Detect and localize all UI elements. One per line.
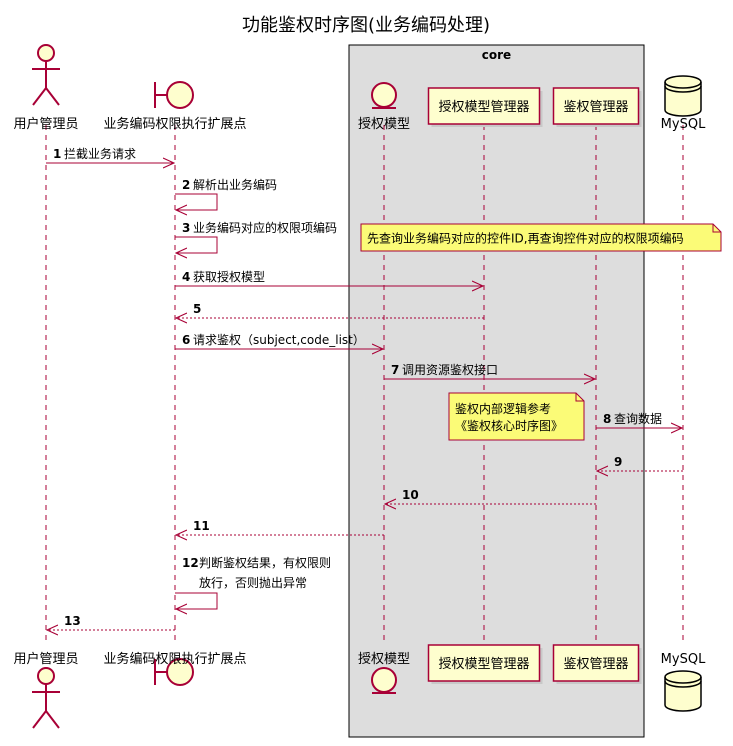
message-label: 调用资源鉴权接口 (402, 362, 498, 377)
message-arrow (175, 592, 218, 609)
participant-box (427, 644, 541, 682)
participant-box (552, 87, 640, 125)
message-number: 7 (391, 363, 399, 377)
participant-label: MySQL (661, 117, 706, 132)
boundary-icon (154, 658, 194, 686)
entity-icon (371, 82, 397, 109)
actor-icon (32, 44, 60, 106)
participant-ext-top: 业务编码权限执行扩展点 (103, 81, 247, 132)
message-label: 解析出业务编码 (193, 177, 277, 192)
participant-label: 业务编码权限执行扩展点 (103, 651, 246, 667)
participant-db-top: MySQL (661, 75, 706, 132)
message-label: 请求鉴权（subject,code_list） (193, 333, 365, 347)
message-label: 拦截业务请求 (64, 146, 136, 161)
message-number: 12 (182, 556, 199, 570)
message-arrow (175, 193, 218, 210)
participant-auth-top: 授权模型 (358, 82, 410, 132)
message-number: 13 (64, 614, 81, 628)
message-5: 5 (176, 302, 484, 318)
participant-box (552, 644, 640, 682)
participant-ext-bottom: 业务编码权限执行扩展点 (103, 651, 247, 686)
message-label: 获取授权模型 (193, 269, 265, 284)
note-fold (712, 224, 721, 233)
database-icon (664, 75, 702, 117)
note-2: 鉴权内部逻辑参考《鉴权核心时序图》 (448, 392, 585, 441)
note-box (448, 392, 585, 441)
participant-label: 授权模型管理器 (438, 99, 529, 115)
participant-label: 授权模型管理器 (438, 656, 529, 672)
message-number: 1 (53, 147, 61, 161)
message-label: 查询数据 (614, 411, 662, 426)
participant-label: 鉴权管理器 (563, 99, 628, 115)
participant-user-top: 用户管理员 (13, 44, 79, 132)
boundary-icon (154, 81, 194, 109)
note-fold (575, 393, 584, 402)
note-box (360, 223, 722, 252)
message-label: 业务编码对应的权限项编码 (193, 220, 337, 235)
participant-perm-bottom: 鉴权管理器 (552, 644, 642, 684)
participant-mgr-top: 授权模型管理器 (427, 87, 543, 127)
message-number: 4 (182, 270, 190, 284)
message-number: 10 (402, 488, 419, 502)
message-13: 13 (47, 614, 175, 630)
message-arrow (175, 236, 218, 253)
message-9: 9 (597, 455, 683, 471)
participant-perm-top: 鉴权管理器 (552, 87, 642, 127)
actor-icon (32, 667, 60, 729)
participant-box (427, 87, 541, 125)
participant-user-bottom: 用户管理员 (13, 651, 79, 729)
note-1: 先查询业务编码对应的控件ID,再查询控件对应的权限项编码 (360, 223, 722, 252)
note-text: 鉴权内部逻辑参考《鉴权核心时序图》 (455, 401, 563, 433)
message-number: 2 (182, 178, 190, 192)
message-number: 6 (182, 333, 190, 347)
participant-label: MySQL (661, 652, 706, 667)
participant-db-bottom: MySQL (661, 652, 706, 712)
message-label: 判断鉴权结果，有权限则放行，否则抛出异常 (199, 555, 331, 590)
participant-label: 业务编码权限执行扩展点 (103, 116, 246, 132)
message-10: 10 (385, 488, 596, 504)
entity-icon (371, 667, 397, 694)
group-core-label: core (482, 48, 511, 62)
diagram-title: 功能鉴权时序图(业务编码处理) (242, 15, 490, 36)
message-number: 5 (193, 302, 201, 316)
participant-label: 授权模型 (358, 116, 410, 132)
message-number: 8 (603, 412, 611, 426)
participant-mgr-bottom: 授权模型管理器 (427, 644, 543, 684)
participant-label: 授权模型 (358, 651, 410, 667)
database-icon (664, 670, 702, 712)
message-number: 11 (193, 519, 210, 533)
message-11: 11 (176, 519, 384, 535)
participant-label: 用户管理员 (13, 651, 78, 667)
participant-auth-bottom: 授权模型 (358, 651, 410, 694)
group-core-box (348, 44, 645, 738)
message-number: 9 (614, 455, 622, 469)
note-text: 先查询业务编码对应的控件ID,再查询控件对应的权限项编码 (367, 231, 684, 246)
participant-label: 鉴权管理器 (563, 656, 628, 672)
message-number: 3 (182, 221, 190, 235)
participant-label: 用户管理员 (13, 116, 78, 132)
